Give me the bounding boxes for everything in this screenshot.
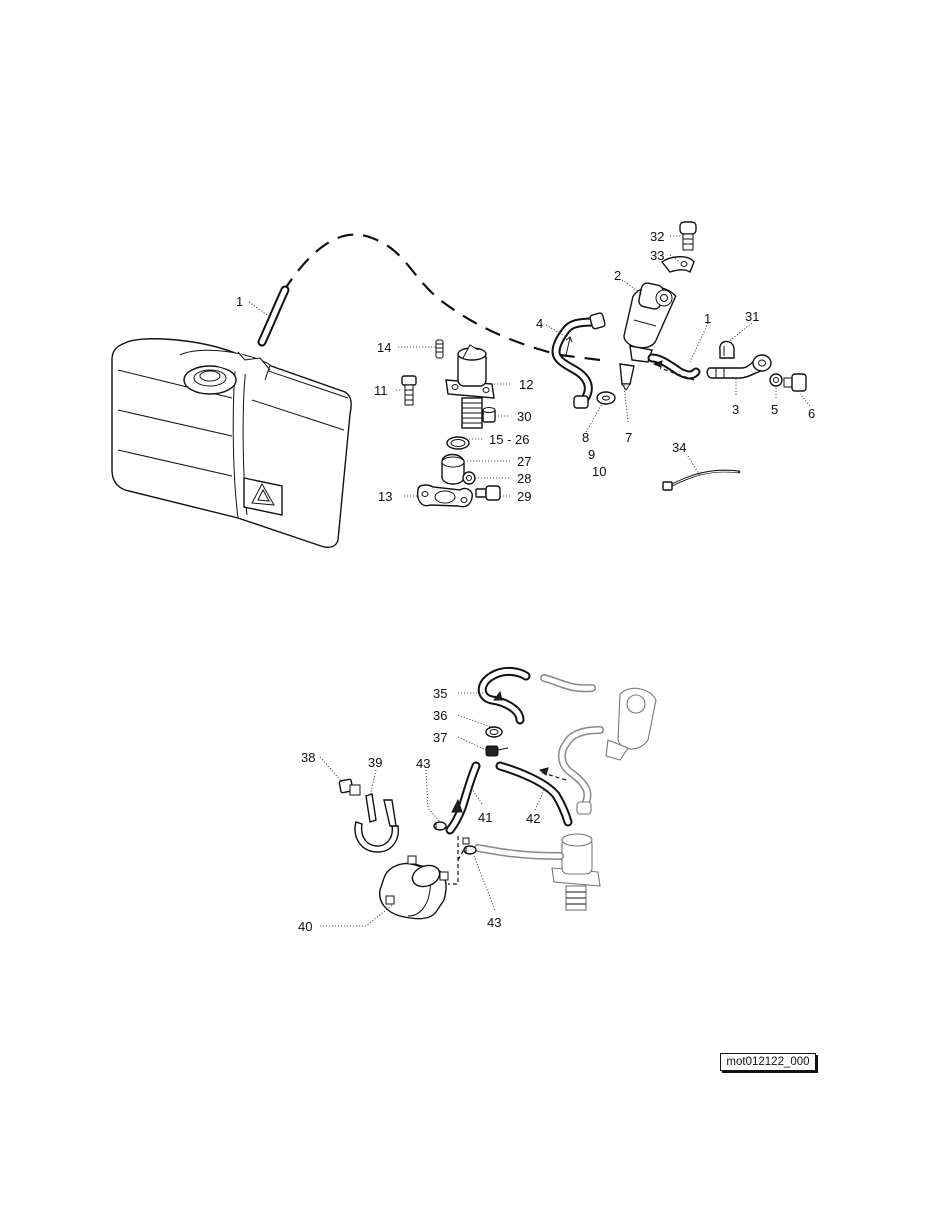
pump-context-ghost <box>551 833 601 911</box>
bolt-11 <box>401 375 417 406</box>
hose-clamp-43b <box>462 837 477 855</box>
callout-38: 38 <box>301 750 315 765</box>
injector-2 <box>623 282 677 363</box>
callout-3: 3 <box>732 402 739 417</box>
nozzle-7 <box>619 363 635 391</box>
bracket-clamp-39 <box>354 793 399 853</box>
return-hose-1 <box>647 353 701 381</box>
hose-clamp-43a <box>433 821 447 831</box>
bracket-33 <box>661 256 695 274</box>
clamp-31 <box>719 340 735 359</box>
callout-29: 29 <box>517 489 531 504</box>
callout-41: 41 <box>478 810 492 825</box>
callout-28: 28 <box>517 471 531 486</box>
stud-14 <box>435 339 444 359</box>
callout-36: 36 <box>433 708 447 723</box>
callout-34: 34 <box>672 440 686 455</box>
pressure-pipe-4 <box>551 312 606 409</box>
callout-30: 30 <box>517 409 531 424</box>
gasket-13 <box>416 484 473 508</box>
fuel-filter-40 <box>379 855 449 920</box>
callout-43-upper: 43 <box>416 756 430 771</box>
callout-33: 33 <box>650 248 664 263</box>
callout-7: 7 <box>625 430 632 445</box>
callout-31: 31 <box>745 309 759 324</box>
hose-42 <box>495 761 573 827</box>
callout-12: 12 <box>519 377 533 392</box>
callout-5: 5 <box>771 402 778 417</box>
screw-29 <box>475 485 501 501</box>
banjo-bolt-6 <box>783 373 807 392</box>
clip-36 <box>485 726 503 738</box>
injection-pump-12 <box>445 344 495 429</box>
callout-27: 27 <box>517 454 531 469</box>
callout-32: 32 <box>650 229 664 244</box>
callout-43-lower: 43 <box>487 915 501 930</box>
callout-15-26: 15 - 26 <box>489 432 529 447</box>
fuel-tank <box>111 338 352 548</box>
hose-context-ghost <box>540 674 596 693</box>
cable-tie-34 <box>662 469 741 491</box>
callout-35: 35 <box>433 686 447 701</box>
pressure-pipe-context-ghost <box>557 726 604 815</box>
callout-6: 6 <box>808 406 815 421</box>
hose-1-tank <box>257 285 290 347</box>
callout-4: 4 <box>536 316 543 331</box>
hose-35 <box>477 666 531 725</box>
callout-1-return-hose: 1 <box>704 311 711 326</box>
hose-41 <box>445 761 481 835</box>
bolt-32 <box>679 221 697 251</box>
injector-context-ghost <box>605 687 657 761</box>
callout-9: 9 <box>588 447 595 462</box>
callout-2: 2 <box>614 268 621 283</box>
fitting-37 <box>485 745 509 757</box>
callout-37: 37 <box>433 730 447 745</box>
leader-lines <box>248 235 811 927</box>
callout-14: 14 <box>377 340 391 355</box>
filter-connection-dashed-line <box>448 836 467 885</box>
callout-1-tank-hose: 1 <box>236 294 243 309</box>
callout-labels: 1 2 3 4 5 6 7 8 9 10 11 12 13 14 15 - 26… <box>236 229 815 934</box>
callout-39: 39 <box>368 755 382 770</box>
callout-40: 40 <box>298 919 312 934</box>
diagram-reference-code: mot012122_000 <box>720 1053 816 1071</box>
callout-42: 42 <box>526 811 540 826</box>
bolt-38 <box>338 778 361 796</box>
callout-13: 13 <box>378 489 392 504</box>
banjo-fitting-3 <box>706 354 772 379</box>
sleeve-27 <box>441 453 465 485</box>
fitting-30 <box>482 407 496 423</box>
fuel-routing-dashed-line <box>282 233 601 362</box>
callout-8: 8 <box>582 430 589 445</box>
callout-10: 10 <box>592 464 606 479</box>
callout-11: 11 <box>374 383 388 398</box>
